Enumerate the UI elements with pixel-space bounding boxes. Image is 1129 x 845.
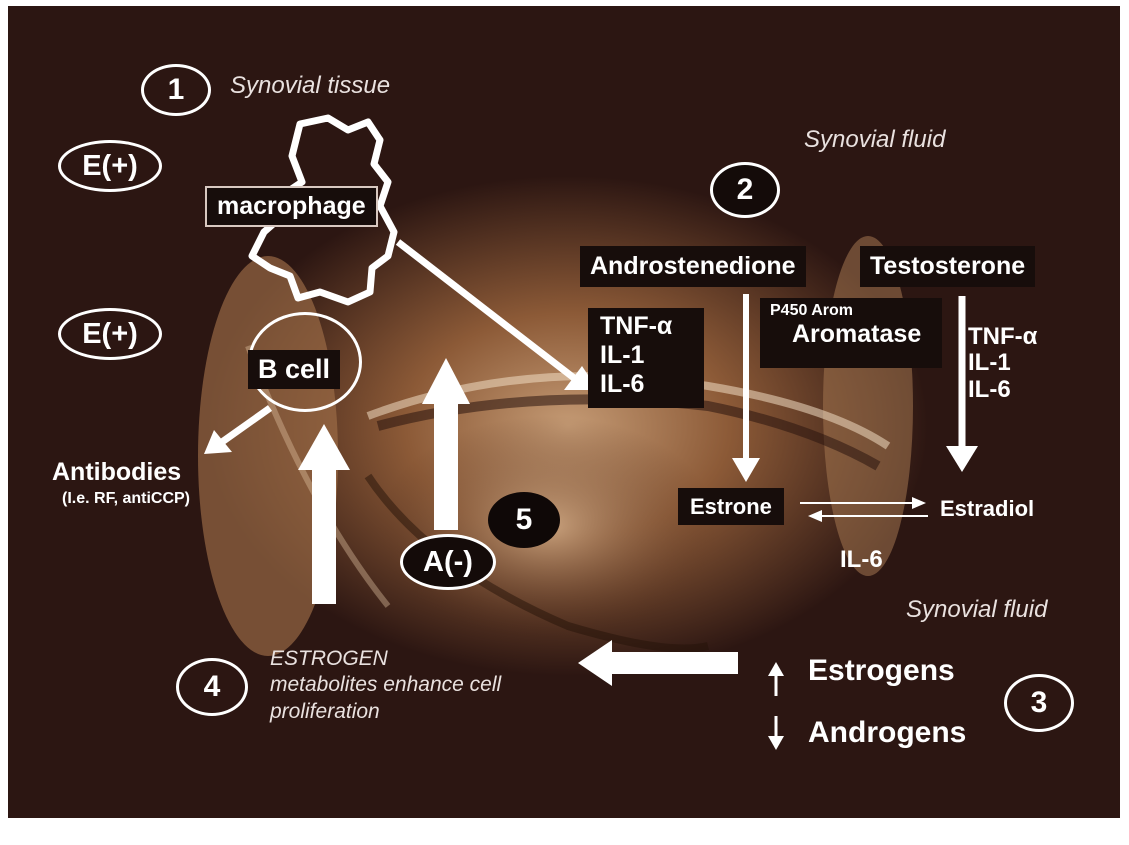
arrowhead: [768, 662, 784, 676]
testosterone-label: Testosterone: [860, 246, 1035, 287]
androstenedione-label: Androstenedione: [580, 246, 806, 287]
arrowhead: [946, 446, 978, 472]
arrowhead: [912, 497, 926, 509]
estrogen-positive-badge-1: E(+): [58, 140, 162, 192]
step-1-badge: 1: [141, 64, 211, 116]
androgen-up-arrow: [434, 402, 458, 530]
macrophage-to-cytokines-arrow: [398, 242, 574, 378]
step-4-badge: 4: [176, 658, 248, 716]
cytokine-il-1-right: IL-1: [968, 350, 1037, 376]
androgen-negative-badge: A(-): [400, 534, 496, 590]
estrogen-positive-label-1: E(+): [82, 150, 138, 183]
estrogen-positive-badge-2: E(+): [58, 308, 162, 360]
arrowhead: [732, 458, 760, 482]
estrogen-positive-label-2: E(+): [82, 318, 138, 351]
antibodies-label: Antibodies: [52, 458, 181, 487]
arrowhead: [422, 358, 470, 404]
synovial-tissue-label: Synovial tissue: [230, 72, 390, 100]
b-cell-label: B cell: [248, 350, 340, 389]
step-4-number: 4: [204, 670, 221, 704]
step-2-number: 2: [737, 173, 754, 207]
p450-aromatase-label: P450 Arom: [770, 302, 932, 320]
macrophage-label: macrophage: [205, 186, 378, 227]
il-6-label: IL-6: [840, 546, 883, 574]
estrogen-caption: ESTROGEN metabolites enhance cell prolif…: [270, 646, 501, 725]
cytokine-il-1: IL-1: [600, 341, 694, 370]
aromatase-box: P450 Arom Aromatase: [760, 298, 942, 368]
step-5-number: 5: [516, 503, 533, 537]
arrowhead: [578, 640, 612, 686]
antibodies-examples: (I.e. RF, antiCCP): [62, 490, 190, 508]
estrone-label: Estrone: [678, 488, 784, 525]
estrogens-label: Estrogens: [808, 654, 955, 689]
step-2-badge: 2: [710, 162, 780, 218]
arrowhead: [768, 736, 784, 750]
estrogen-caption-line-1: ESTROGEN: [270, 646, 501, 672]
cytokines-left-box: TNF-α IL-1 IL-6: [588, 308, 704, 408]
cytokine-tnf-alpha: TNF-α: [600, 312, 694, 341]
cytokine-il-6: IL-6: [600, 370, 694, 399]
synovial-fluid-bottom-label: Synovial fluid: [906, 596, 1047, 624]
estradiol-label: Estradiol: [940, 496, 1034, 521]
step-3-number: 3: [1031, 686, 1048, 720]
fluid-to-estrogen-arrow: [608, 652, 738, 674]
arrowhead: [298, 424, 350, 470]
androgen-negative-label: A(-): [423, 546, 473, 579]
diagram-stage: 1 Synovial tissue E(+) E(+) macrophage B…: [8, 6, 1120, 818]
step-3-badge: 3: [1004, 674, 1074, 732]
androgens-label: Androgens: [808, 716, 966, 751]
cytokines-right-group: TNF-α IL-1 IL-6: [968, 324, 1037, 403]
aromatase-label: Aromatase: [792, 320, 932, 349]
step-1-number: 1: [168, 73, 185, 107]
estrogen-caption-line-3: proliferation: [270, 699, 501, 725]
estrogen-to-bcell-arrow: [312, 468, 336, 604]
cytokine-il-6-right: IL-6: [968, 377, 1037, 403]
arrowhead: [808, 510, 822, 522]
diagram-arrows: [8, 6, 1120, 818]
synovial-fluid-top-label: Synovial fluid: [804, 126, 945, 154]
cytokine-tnf-alpha-right: TNF-α: [968, 324, 1037, 350]
step-5-badge: 5: [488, 492, 560, 548]
estrogen-caption-line-2: metabolites enhance cell: [270, 672, 501, 698]
bcell-to-antibodies-arrow: [222, 408, 270, 442]
